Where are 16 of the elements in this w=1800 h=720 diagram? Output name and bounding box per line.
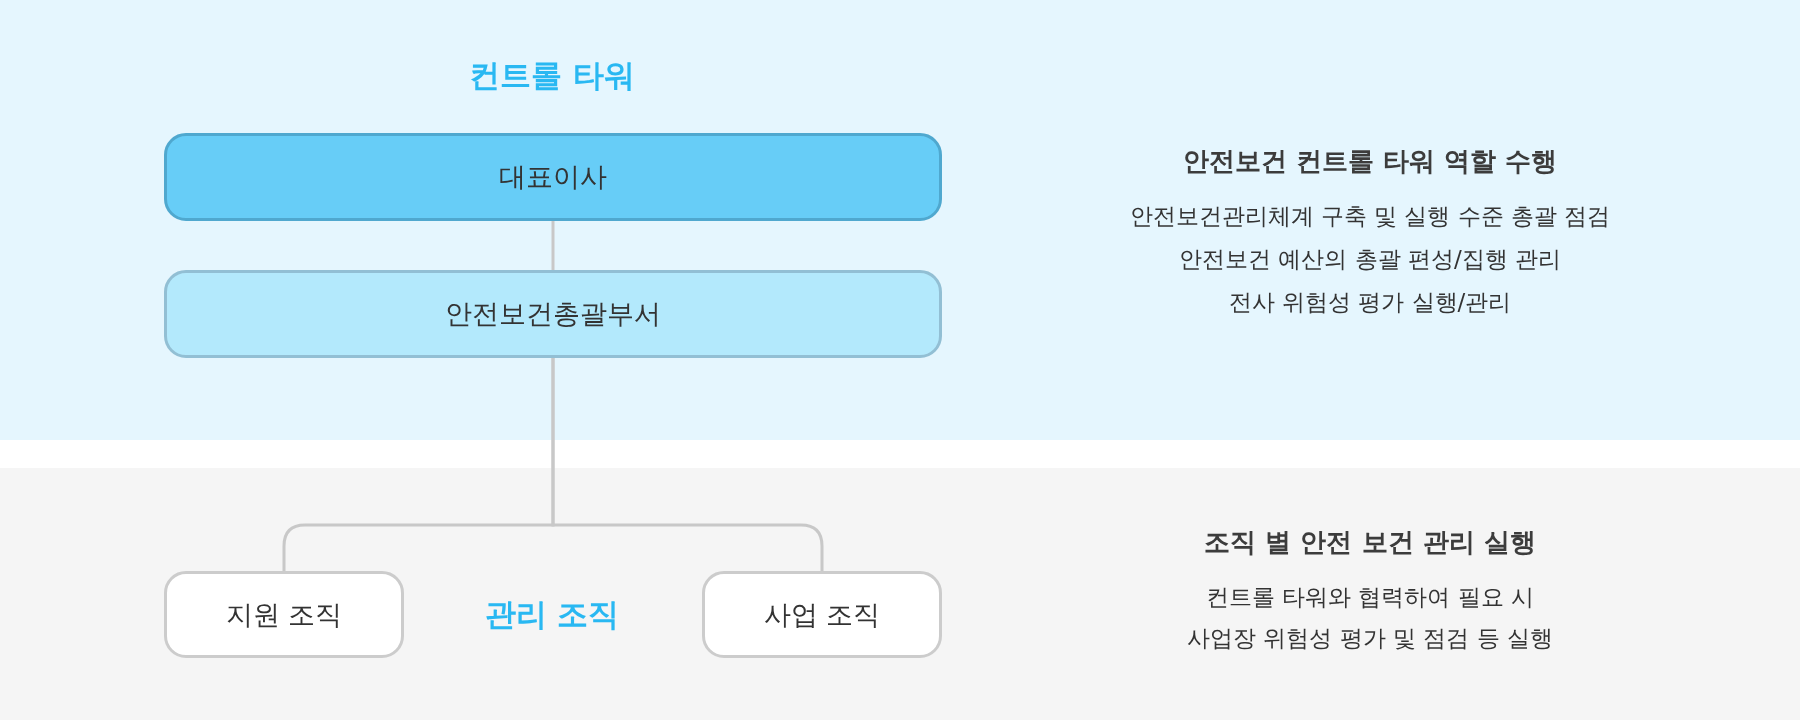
org-box: 대표이사 — [164, 133, 942, 221]
org-box: 사업 조직 — [702, 571, 942, 658]
org-box: 지원 조직 — [164, 571, 404, 658]
role-description: 컨트롤 타워와 협력하여 필요 시 사업장 위험성 평가 및 점검 등 실행 — [1186, 583, 1554, 653]
section-panel — [0, 0, 1800, 440]
role-item: 안전보건 예산의 총괄 편성/집행 관리 — [1179, 245, 1561, 274]
section-title: 관리 조직 — [484, 595, 620, 634]
role-heading: 안전보건 컨트롤 타워 역할 수행 — [1182, 145, 1558, 178]
connector-line — [551, 221, 555, 270]
role-item: 전사 위험성 평가 실행/관리 — [1228, 288, 1512, 317]
section-panel — [0, 468, 1800, 720]
role-item: 안전보건관리체계 구축 및 실행 수준 총괄 점검 — [1129, 202, 1611, 231]
connector-line — [551, 358, 824, 571]
org-box: 안전보건총괄부서 — [164, 270, 942, 358]
role-heading: 조직 별 안전 보건 관리 실행 — [1204, 526, 1536, 559]
section-title: 컨트롤 타워 — [469, 56, 635, 95]
